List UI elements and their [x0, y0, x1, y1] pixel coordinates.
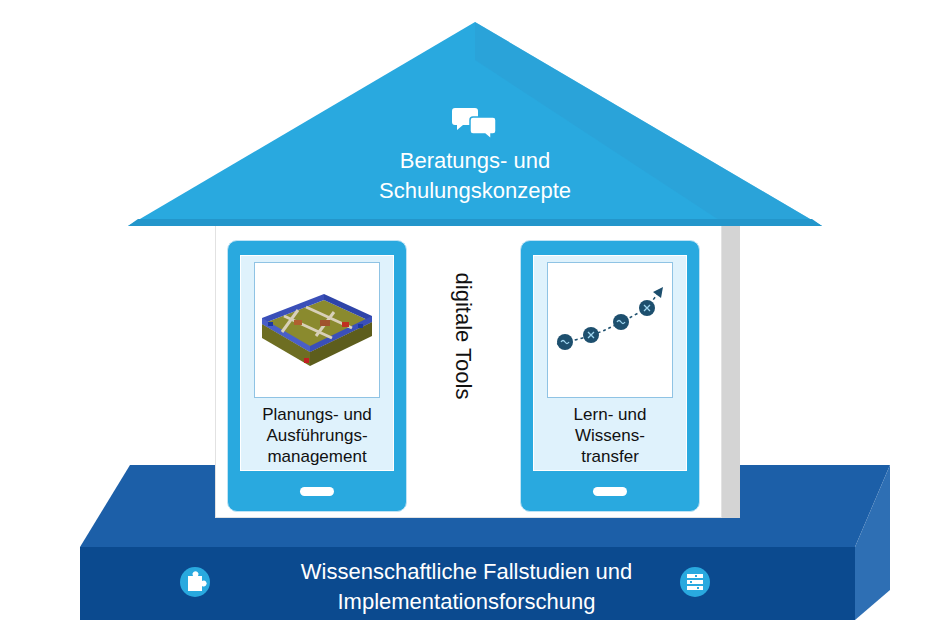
tablet-node: Lern- und Wissens- transfer: [520, 240, 700, 512]
roof-title: Beratungs- und Schulungskonzepte: [340, 146, 610, 206]
tablet-label: Lern- und Wissens- transfer: [546, 404, 674, 467]
home-button: [300, 487, 334, 496]
tablet-node: Planungs- und Ausführungs- management: [227, 240, 407, 512]
learning-path-illustration: [547, 262, 673, 398]
tablet-label: Planungs- und Ausführungs- management: [253, 404, 381, 467]
building-model-illustration: [254, 262, 380, 398]
roof-node: Beratungs- und Schulungskonzepte: [128, 20, 822, 228]
tablet-screen: Planungs- und Ausführungs- management: [240, 255, 394, 471]
vertical-label: digitale Tools: [450, 273, 476, 400]
home-button: [593, 487, 627, 496]
base-title: Wissenschaftliche Fallstudien und Implem…: [297, 557, 637, 617]
body-node: digitale Tools Planungs- und Ausführungs…: [215, 225, 740, 518]
tablet-screen: Lern- und Wissens- transfer: [533, 255, 687, 471]
